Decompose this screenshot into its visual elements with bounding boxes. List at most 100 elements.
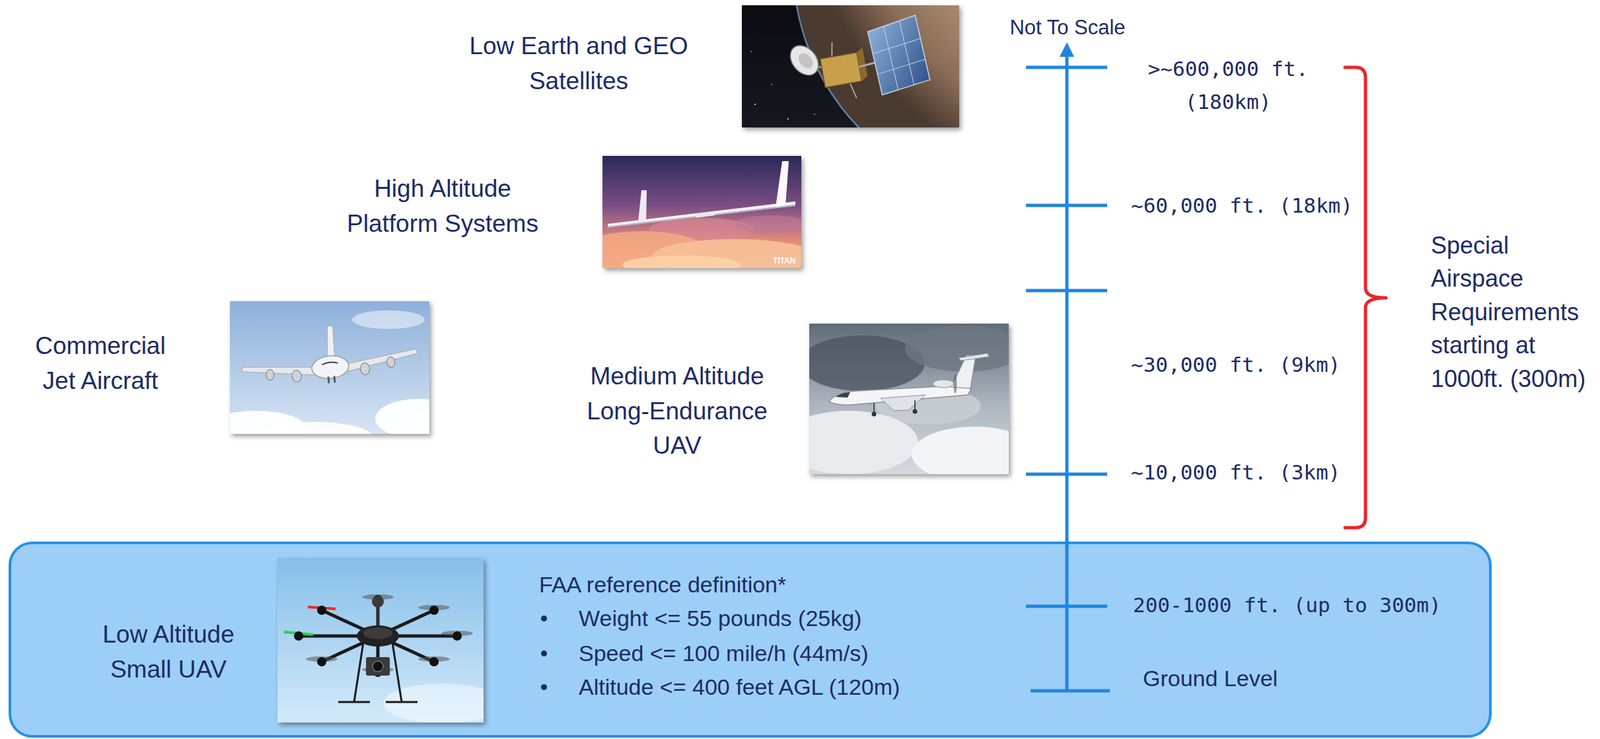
altitude-label: ~60,000 ft. (18km): [1130, 192, 1353, 219]
male-uav-photo-part: [809, 410, 919, 475]
category-label: Low Earth and GEO Satellites: [453, 29, 705, 99]
definition-heading: FAA reference definition*: [539, 570, 787, 600]
category-label: Low Altitude Small UAV: [85, 617, 252, 688]
satellite-photo-part: [754, 103, 756, 106]
red-bracket: [1345, 67, 1386, 528]
haps-photo-part: [638, 190, 647, 222]
satellite-photo-part: [787, 118, 789, 120]
ground-label: Ground Level: [1142, 664, 1278, 693]
male-uav-photo-part: [914, 400, 916, 411]
satellite-photo-part-part: [784, 40, 825, 81]
satellite-photo: [741, 5, 960, 128]
male-uav-photo-part: [932, 379, 954, 388]
axis-arrowhead: [1059, 42, 1075, 57]
drone-photo-part-part-part: [293, 631, 304, 641]
male-uav-photo: [809, 323, 1009, 475]
jet-photo-part-part: [327, 376, 330, 384]
male-uav-photo-part: [835, 392, 851, 398]
category-label: High Altitude Platform Systems: [330, 171, 555, 242]
satellite-photo-part-part: [850, 82, 857, 100]
drone-photo-part-part-part: [317, 605, 327, 616]
jet-photo-part-part: [332, 375, 336, 383]
jet-photo-part-part: [310, 354, 350, 381]
satellite-photo-part-part: [829, 42, 836, 57]
drone-photo-part-part-part: [429, 657, 439, 667]
small-uav-band: Low Altitude Small UAV FAA reference defi…: [9, 543, 1491, 737]
drone-photo-part-part: [392, 642, 402, 703]
category-label: Medium Altitude Long-Endurance UAV: [571, 359, 783, 464]
drone-photo-part-part: [338, 701, 370, 704]
drone-photo-part-part: [385, 701, 418, 704]
altitude-axis-part: [1025, 289, 1108, 293]
drone-photo-part-part-part: [429, 605, 439, 616]
satellite-photo-part: [781, 14, 931, 111]
drone-photo-part-part: [371, 595, 384, 608]
satellite-photo-part-part: [876, 59, 927, 75]
definition-item: Weight <= 55 pounds (25kg): [578, 604, 862, 633]
category-label: Commercial Jet Aircraft: [21, 328, 180, 399]
bullet-dot: [541, 650, 547, 657]
bullet-dot: [541, 615, 547, 622]
scale-note: Not To Scale: [1009, 15, 1126, 41]
male-uav-photo-part: [911, 426, 1009, 475]
altitude-axis-part: [1030, 689, 1110, 693]
jet-photo-part-part: [342, 348, 419, 373]
haps-photo-part: [607, 204, 796, 228]
drone-photo-part-part: [377, 604, 380, 629]
jet-photo-part-part: [291, 369, 302, 383]
definition-item: Altitude <= 400 feet AGL (120m): [578, 673, 900, 702]
haps-photo: [602, 155, 802, 269]
altitude-axis-part: [1065, 54, 1069, 691]
drone-photo-part-part: [298, 599, 458, 673]
satellite-photo-part: [750, 50, 752, 53]
jet-photo-part: [259, 422, 372, 435]
satellite-photo-part: [813, 113, 816, 115]
jet-photo-part: [237, 317, 421, 393]
drone-photo: [277, 558, 484, 723]
satellite-photo-part-part: [899, 20, 914, 86]
haps-photo-part: [694, 211, 716, 219]
haps-photo-part: [622, 255, 742, 269]
male-uav-photo-part: [953, 373, 958, 394]
altitude-axis: [1025, 54, 1110, 691]
drone-photo-part: [383, 683, 484, 723]
definition-item: Speed <= 100 mile/h (44m/s): [578, 639, 869, 668]
satellite-photo-part-part: [866, 14, 931, 96]
satellite-photo-part-part: [858, 62, 875, 67]
male-uav-photo-part: [872, 412, 877, 417]
drone-photo-part-part-part: [452, 631, 462, 641]
satellite-photo-part-part: [883, 25, 898, 90]
satellite-photo-part: [794, 5, 960, 128]
male-uav-photo-part: [873, 402, 875, 413]
drone-photo-part: [284, 594, 473, 703]
satellite-photo-part: [770, 83, 773, 86]
drone-photo-part-part: [293, 595, 462, 678]
altitude-label: 200-1000 ft. (up to 300m): [1132, 592, 1442, 619]
jet-photo-part-part: [321, 361, 338, 365]
drone-photo-part-part: [365, 657, 390, 676]
photo-watermark: TITAN: [772, 256, 796, 267]
altitude-label: ~30,000 ft. (9km): [1130, 352, 1341, 378]
jet-photo-part-part: [386, 356, 396, 368]
male-uav-photo-part: [912, 409, 918, 415]
male-uav-photo-part: [958, 353, 989, 361]
jet-photo-part: [352, 310, 425, 329]
haps-photo-part: [734, 215, 802, 234]
jet-photo-part-part: [265, 369, 275, 381]
band-shape: [9, 543, 1491, 737]
altitude-axis-part: [1025, 605, 1108, 609]
drone-photo-part-part: [363, 627, 393, 640]
satellite-photo-part-part: [796, 50, 817, 71]
jet-photo-part-part: [241, 359, 318, 384]
drone-photo-part-part-part: [317, 657, 327, 667]
haps-photo-part: [607, 201, 796, 227]
altitude-axis-part: [1025, 66, 1108, 70]
bullet-dot: [541, 684, 547, 691]
jet-photo-part: [375, 399, 430, 435]
male-uav-photo-part: [905, 325, 1009, 372]
bracket-note: Special Airspace Requirements starting a…: [1430, 229, 1590, 396]
altitude-label: ~10,000 ft. (3km): [1130, 459, 1341, 486]
altitude-axis-part: [1025, 204, 1108, 208]
drone-photo-part-part: [372, 661, 384, 672]
